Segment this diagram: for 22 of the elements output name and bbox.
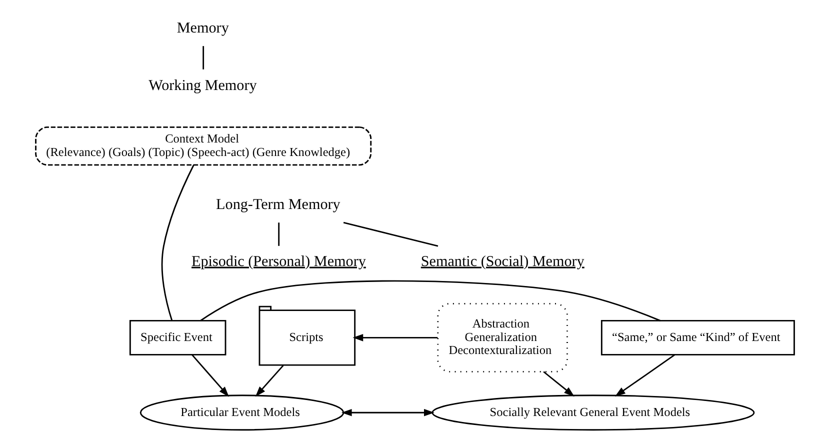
connector [160, 164, 194, 321]
connector [278, 222, 280, 246]
arrow [340, 408, 434, 416]
node-ellipse: Particular Event Models [139, 394, 344, 431]
arrow [614, 354, 675, 396]
node-text: Long-Term Memory [216, 197, 340, 214]
arrow [254, 364, 284, 397]
arrow [191, 354, 229, 397]
connector [200, 280, 660, 322]
connector [342, 222, 438, 247]
node-text: Semantic (Social) Memory [420, 254, 584, 270]
node-text: Memory [176, 20, 228, 37]
node-box: Abstraction Generalization Decontexturalization [436, 303, 568, 372]
node-box: Context Model (Relevance) (Goals) (Topic) (Speech-act) (Genre Knowledge) [34, 126, 372, 166]
node-ellipse: Socially Relevant General Event Models [431, 394, 754, 431]
node-text: Episodic (Personal) Memory [191, 254, 366, 270]
node-box: Specific Event [128, 320, 226, 356]
arrow [542, 371, 574, 397]
connector [202, 46, 204, 70]
node-box: “Same,” or Same “Kind” of Event [600, 320, 794, 356]
node-text: Working Memory [148, 78, 256, 94]
arrow [352, 334, 438, 342]
